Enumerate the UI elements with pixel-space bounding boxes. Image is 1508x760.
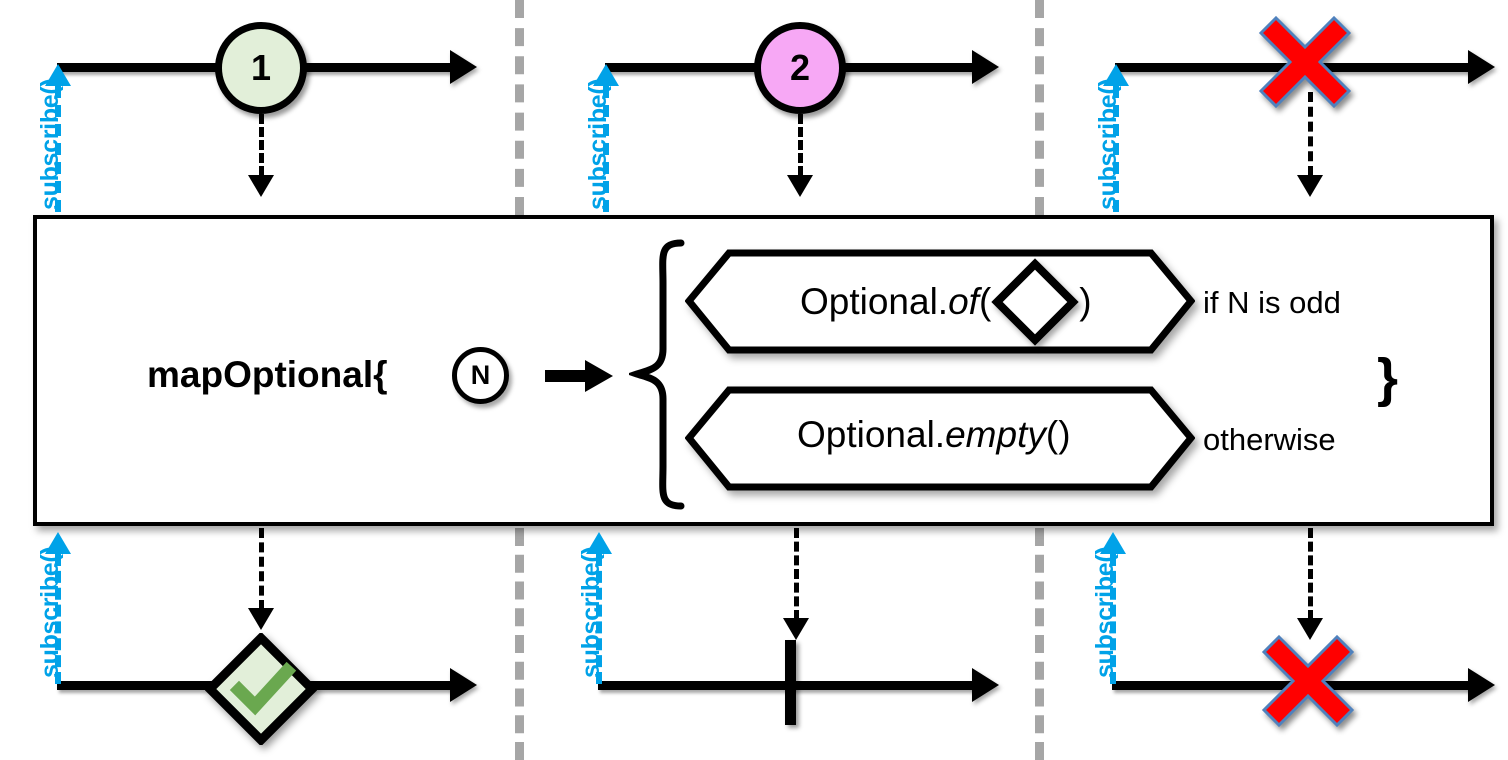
operator-close-brace: } (1377, 348, 1399, 408)
emission-arrowhead-icon-2 (787, 175, 813, 197)
branch-2-expr-close: ) (1058, 414, 1071, 455)
subscribe-dashed-line (1110, 554, 1116, 684)
operator-param-circle[interactable]: N (452, 347, 509, 404)
subscribe-dashed-line (55, 86, 61, 212)
operator-branch-2: Optional.empty() (685, 386, 1195, 491)
branch-1-expr-close: ) (1079, 281, 1092, 322)
subscribe-arrowhead-icon (45, 64, 71, 86)
branch-1-expression: Optional.of( ) (800, 258, 1092, 346)
emission-arrowhead-icon-3 (1297, 175, 1323, 197)
emission-arrowhead-icon-out-2 (783, 618, 809, 640)
branch-1-expr-method: of (948, 281, 979, 322)
marble-optional-empty-bar[interactable] (785, 640, 796, 725)
branch-1-condition: if N is odd (1203, 285, 1341, 320)
operator-branch-brace-icon (625, 237, 689, 517)
timeline-arrowhead-icon (972, 50, 999, 84)
subscribe-dashed-line (603, 86, 609, 212)
subscribe-arrowhead-icon (1103, 64, 1129, 86)
branch-1-expr-prefix: Optional. (800, 281, 949, 322)
panel-divider-2 (1035, 0, 1044, 215)
panel-divider-1 (515, 0, 524, 215)
subscribe-dashed-line (596, 554, 602, 684)
error-x-icon-bottom[interactable] (1258, 631, 1358, 731)
subscribe-dashed-line (1113, 86, 1119, 212)
timeline-arrowhead-icon (450, 668, 477, 702)
timeline-arrowhead-icon (972, 668, 999, 702)
subscribe-arrowhead-icon (45, 532, 71, 554)
timeline-arrowhead-icon (450, 50, 477, 84)
branch-1-diamond-icon (991, 258, 1079, 346)
branch-2-hexagon-icon (685, 386, 1195, 491)
operator-open-brace: { (373, 354, 388, 395)
timeline-arrowhead-icon (1468, 668, 1495, 702)
subscribe-arrowhead-icon (593, 64, 619, 86)
branch-1-hexagon-icon (685, 249, 1195, 354)
subscribe-label: subscribe() (584, 78, 612, 210)
operator-branch-1: Optional.of( ) (685, 249, 1195, 354)
output-stream-1: subscribe() (0, 528, 515, 760)
timeline-arrowhead-icon (1468, 50, 1495, 84)
subscribe-dashed-line (55, 554, 61, 684)
emission-dashed-line-out-2 (794, 528, 799, 620)
subscribe-label: subscribe() (1091, 546, 1119, 678)
operator-arrow-icon (545, 356, 615, 401)
emission-dashed-line-out-3 (1308, 528, 1313, 620)
marble-value-2[interactable]: 2 (754, 22, 846, 114)
emission-dashed-line-2 (798, 114, 803, 176)
input-stream-3: subscribe() (1040, 0, 1508, 215)
panel-divider-3 (515, 528, 524, 760)
subscribe-label: subscribe() (577, 546, 605, 678)
output-stream-3: subscribe() (1040, 528, 1508, 760)
input-stream-1: subscribe() 1 (0, 0, 515, 215)
subscribe-label: subscribe() (36, 546, 64, 678)
marble-optional-present[interactable] (203, 631, 319, 747)
branch-2-expr-open: ( (1045, 414, 1059, 455)
operator-name: mapOptional (147, 354, 374, 395)
branch-2-expr-method: empty (945, 414, 1046, 455)
emission-arrowhead-icon-1 (248, 175, 274, 197)
subscribe-arrowhead-icon (1100, 532, 1126, 554)
branch-2-expression: Optional.empty() (797, 414, 1071, 456)
panel-divider-4 (1035, 528, 1044, 760)
branch-2-expr-prefix: Optional. (797, 414, 946, 455)
emission-dashed-line-3 (1308, 92, 1313, 176)
subscribe-label: subscribe() (36, 78, 64, 210)
emission-arrowhead-icon-out-3 (1297, 618, 1323, 640)
subscribe-label: subscribe() (1094, 78, 1122, 210)
branch-2-condition: otherwise (1203, 422, 1336, 457)
operator-box: mapOptional{ N Optional.of( (33, 215, 1494, 526)
emission-dashed-line-1 (259, 114, 264, 176)
marble-value-1[interactable]: 1 (215, 22, 307, 114)
branch-1-expr-open: ( (978, 281, 992, 322)
input-stream-2: subscribe() 2 (520, 0, 1035, 215)
operator-name-label: mapOptional{ (147, 354, 388, 396)
subscribe-arrowhead-icon (586, 532, 612, 554)
emission-arrowhead-icon-out-1 (248, 608, 274, 630)
output-stream-2: subscribe() (520, 528, 1035, 760)
error-x-icon-top[interactable] (1255, 12, 1355, 112)
emission-dashed-line-out-1 (259, 528, 264, 610)
